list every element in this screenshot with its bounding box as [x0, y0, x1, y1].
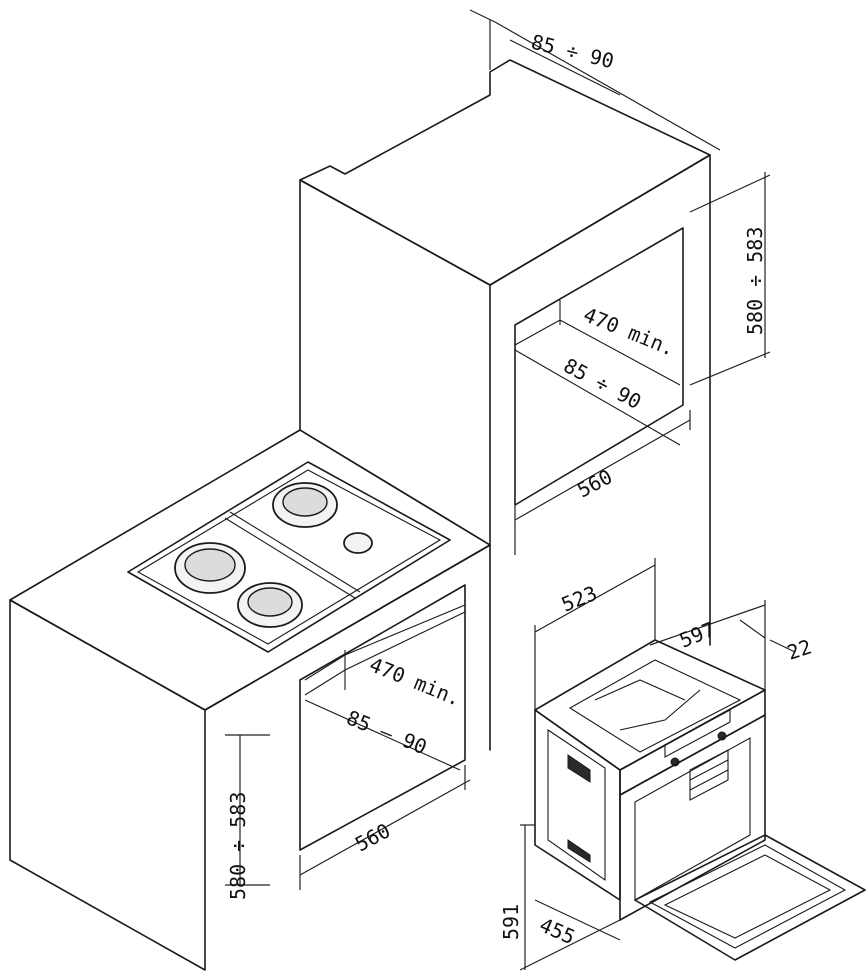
label-tall-width: 560 [573, 464, 616, 502]
label-oven-inner-width: 523 [558, 581, 600, 617]
tall-unit-niche [514, 227, 684, 506]
tall-unit [299, 9, 771, 646]
label-oven-front-thickness: 22 [784, 634, 814, 664]
base-unit [9, 429, 491, 971]
base-unit-niche [299, 584, 466, 851]
label-tall-depth-min: 470 min. [580, 302, 678, 360]
label-base-niche-height: 580 ÷ 583 [226, 792, 250, 900]
label-oven-height: 591 [499, 904, 523, 940]
oven [519, 558, 866, 971]
label-base-rail: 85 – 90 [343, 705, 430, 759]
burner-knob [343, 532, 373, 554]
hob-plate [127, 461, 451, 653]
label-base-width: 560 [351, 818, 394, 856]
oven-door-open [634, 834, 866, 961]
oven-cavity [634, 737, 751, 901]
label-tall-niche-height: 580 ÷ 583 [743, 227, 767, 335]
label-base-depth-min: 470 min. [366, 652, 464, 710]
label-oven-outer-width: 597 [676, 617, 718, 653]
